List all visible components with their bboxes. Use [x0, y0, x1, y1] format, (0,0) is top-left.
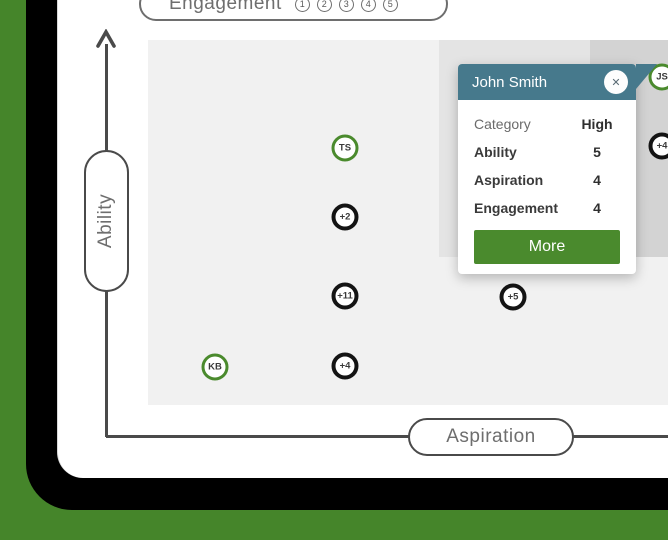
- tooltip-row-label: Aspiration: [474, 172, 544, 188]
- tooltip-row-label: Category: [474, 116, 531, 132]
- cluster-marker[interactable]: +2: [331, 203, 359, 231]
- tooltip-row: Engagement 4: [474, 194, 620, 222]
- tooltip-row-value: 5: [593, 144, 601, 160]
- person-marker[interactable]: KB: [201, 353, 229, 381]
- cluster-marker[interactable]: +4: [648, 132, 668, 160]
- engagement-level-badge: 1: [294, 0, 310, 12]
- tooltip-row: Aspiration 4: [474, 166, 620, 194]
- cluster-marker[interactable]: +5: [499, 283, 527, 311]
- x-axis-label: Aspiration: [446, 426, 536, 447]
- engagement-level-badge: 4: [360, 0, 376, 12]
- x-axis-line: [106, 435, 668, 438]
- engagement-level-badge: 3: [338, 0, 354, 12]
- tooltip-row-value: 4: [593, 172, 601, 188]
- y-axis-label: Ability: [95, 193, 117, 249]
- engagement-legend-label: Engagement: [169, 0, 282, 14]
- close-icon[interactable]: ✕: [604, 70, 628, 94]
- tooltip-row-value: 4: [593, 200, 601, 216]
- tooltip-pointer: [636, 64, 657, 89]
- more-button[interactable]: More: [474, 230, 620, 264]
- person-marker[interactable]: TS: [331, 134, 359, 162]
- tooltip-row-label: Engagement: [474, 200, 559, 216]
- y-axis-label-pill: Ability: [84, 150, 129, 292]
- tooltip-row-label: Ability: [474, 144, 517, 160]
- tooltip-row: Ability 5: [474, 138, 620, 166]
- tooltip-person-name: John Smith: [472, 73, 548, 91]
- tooltip-row-value: High: [581, 116, 613, 132]
- cluster-marker[interactable]: +4: [331, 352, 359, 380]
- y-axis-arrow-icon: [96, 29, 116, 48]
- engagement-level-badge: 2: [316, 0, 332, 12]
- tooltip-header: John Smith ✕: [458, 64, 657, 100]
- x-axis-label-pill: Aspiration: [408, 418, 574, 456]
- engagement-level-badge: 5: [382, 0, 398, 12]
- tooltip-row: Category High: [474, 110, 620, 138]
- cluster-marker[interactable]: +11: [331, 282, 359, 310]
